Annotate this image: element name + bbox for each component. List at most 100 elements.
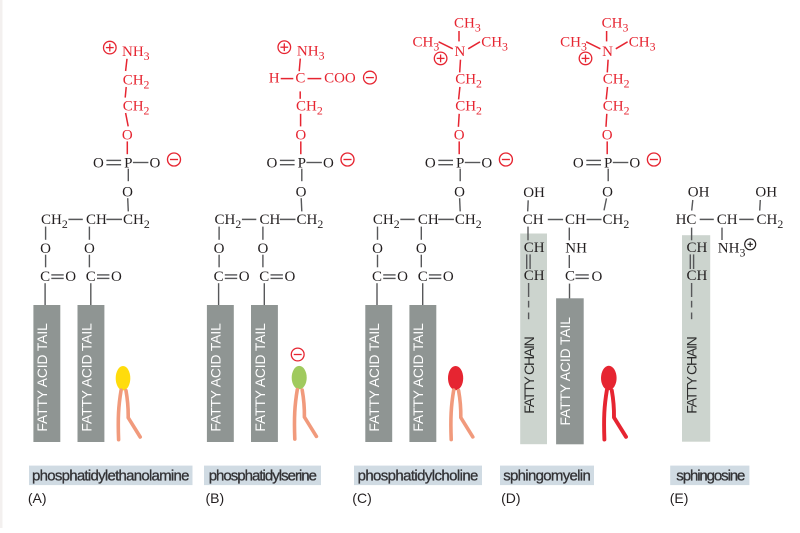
svg-text:COO: COO <box>324 71 356 87</box>
svg-text:O: O <box>111 269 122 285</box>
svg-text:(D): (D) <box>501 490 520 506</box>
svg-text:phosphatidylserine: phosphatidylserine <box>209 468 317 485</box>
svg-text:O: O <box>266 155 277 171</box>
svg-text:CH: CH <box>524 240 545 256</box>
svg-text:O: O <box>591 269 602 285</box>
svg-text:O: O <box>122 127 133 143</box>
svg-text:C: C <box>372 269 382 285</box>
svg-text:NH3: NH3 <box>297 44 325 63</box>
svg-text:C: C <box>86 269 96 285</box>
svg-text:CH2: CH2 <box>455 71 482 90</box>
svg-text:O: O <box>629 155 640 171</box>
svg-text:O: O <box>602 185 613 201</box>
svg-text:O: O <box>372 241 383 257</box>
svg-text:O: O <box>454 185 465 201</box>
svg-text:O: O <box>454 127 465 143</box>
svg-text:O: O <box>443 269 454 285</box>
svg-text:O: O <box>257 241 268 257</box>
svg-text:O: O <box>84 241 95 257</box>
svg-text:C: C <box>295 71 305 87</box>
svg-text:CH2: CH2 <box>373 212 400 231</box>
svg-text:P: P <box>298 155 306 171</box>
svg-text:phosphatidylethanolamine: phosphatidylethanolamine <box>32 468 190 485</box>
svg-text:N: N <box>454 44 465 60</box>
svg-text:NH3: NH3 <box>122 44 150 63</box>
svg-text:CH2: CH2 <box>215 212 242 231</box>
svg-text:CH2: CH2 <box>603 98 630 117</box>
svg-text:sphingomyelin: sphingomyelin <box>503 468 591 485</box>
svg-text:CH2: CH2 <box>123 212 150 231</box>
svg-text:O: O <box>214 241 225 257</box>
svg-text:O: O <box>122 185 133 201</box>
svg-text:FATTY ACID TAIL: FATTY ACID TAIL <box>253 323 268 432</box>
svg-text:OH: OH <box>755 185 777 201</box>
svg-text:CH: CH <box>524 268 545 284</box>
svg-text:O: O <box>416 241 427 257</box>
svg-text:O: O <box>397 269 408 285</box>
svg-text:CH: CH <box>418 212 439 228</box>
svg-text:CH2: CH2 <box>123 99 150 118</box>
svg-text:(E): (E) <box>670 490 689 506</box>
svg-text:O: O <box>295 127 306 143</box>
svg-text:P: P <box>604 155 612 171</box>
svg-text:CH: CH <box>565 212 586 228</box>
svg-text:O: O <box>481 155 492 171</box>
svg-text:O: O <box>93 155 104 171</box>
svg-text:FATTY CHAIN: FATTY CHAIN <box>521 336 537 414</box>
svg-text:O: O <box>284 269 295 285</box>
svg-text:CH2: CH2 <box>123 72 150 91</box>
svg-text:C: C <box>418 269 428 285</box>
svg-text:CH2: CH2 <box>603 212 630 231</box>
svg-text:NH: NH <box>565 241 587 257</box>
svg-text:FATTY ACID TAIL: FATTY ACID TAIL <box>209 323 224 432</box>
svg-text:FATTY ACID TAIL: FATTY ACID TAIL <box>558 317 573 426</box>
svg-text:CH3: CH3 <box>602 16 629 35</box>
svg-text:P: P <box>456 155 464 171</box>
svg-text:CH3: CH3 <box>560 35 587 54</box>
svg-text:O: O <box>296 185 307 201</box>
svg-text:CH: CH <box>717 212 738 228</box>
svg-text:FATTY ACID TAIL: FATTY ACID TAIL <box>35 323 50 432</box>
svg-text:C: C <box>259 269 269 285</box>
svg-text:(A): (A) <box>28 490 47 506</box>
svg-text:CH: CH <box>523 212 544 228</box>
svg-text:HC: HC <box>676 212 697 228</box>
svg-text:CH2: CH2 <box>455 98 482 117</box>
svg-text:CH3: CH3 <box>413 35 440 54</box>
svg-text:N: N <box>602 44 613 60</box>
svg-text:CH: CH <box>260 212 281 228</box>
svg-text:CH2: CH2 <box>297 212 324 231</box>
svg-text:O: O <box>425 155 436 171</box>
svg-text:O: O <box>65 269 76 285</box>
svg-text:phosphatidylcholine: phosphatidylcholine <box>358 468 479 485</box>
svg-text:C: C <box>40 269 50 285</box>
svg-text:CH3: CH3 <box>481 35 508 54</box>
svg-text:CH: CH <box>687 240 708 256</box>
svg-text:CH3: CH3 <box>454 16 481 35</box>
svg-text:FATTY CHAIN: FATTY CHAIN <box>684 336 700 414</box>
svg-text:CH3: CH3 <box>629 35 656 54</box>
svg-text:sphingosine: sphingosine <box>676 468 745 485</box>
svg-text:FATTY ACID TAIL: FATTY ACID TAIL <box>79 323 94 432</box>
svg-text:CH2: CH2 <box>41 212 68 231</box>
svg-text:CH: CH <box>86 212 107 228</box>
svg-text:H: H <box>269 71 280 87</box>
svg-text:CH: CH <box>687 268 708 284</box>
svg-text:(C): (C) <box>352 490 371 506</box>
svg-text:CH2: CH2 <box>757 212 784 231</box>
svg-text:O: O <box>573 155 584 171</box>
svg-text:FATTY ACID TAIL: FATTY ACID TAIL <box>367 323 382 432</box>
svg-text:CH2: CH2 <box>603 71 630 90</box>
svg-text:O: O <box>239 269 250 285</box>
svg-text:C: C <box>565 269 575 285</box>
svg-text:P: P <box>124 155 132 171</box>
svg-text:O: O <box>323 155 334 171</box>
svg-text:O: O <box>602 127 613 143</box>
svg-text:OH: OH <box>523 185 545 201</box>
svg-text:NH3: NH3 <box>718 241 746 260</box>
svg-text:CH2: CH2 <box>296 98 323 117</box>
svg-text:O: O <box>149 155 160 171</box>
svg-text:CH2: CH2 <box>455 212 482 231</box>
svg-text:OH: OH <box>688 185 710 201</box>
svg-text:FATTY ACID TAIL: FATTY ACID TAIL <box>411 323 426 432</box>
